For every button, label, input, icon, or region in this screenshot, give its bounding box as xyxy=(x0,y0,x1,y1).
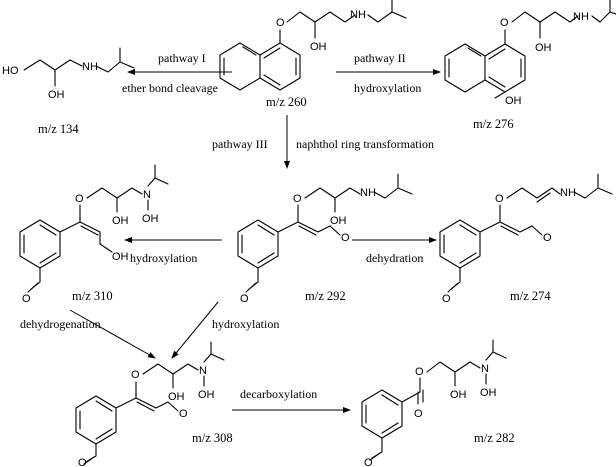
mz-308: m/z 308 xyxy=(192,431,233,445)
atom-o-aldehyde: O xyxy=(179,408,188,420)
atom-nh: NH xyxy=(560,187,576,199)
reaction-292-274: dehydration xyxy=(366,251,423,265)
pathway-2-arrow: pathway II hydroxylation xyxy=(336,51,441,95)
atom-oh: OH xyxy=(112,215,129,227)
structure-260: O OH NH m/z 260 xyxy=(219,0,407,109)
pathway-1-desc: ether bond cleavage xyxy=(122,81,218,95)
atom-oh-chain: OH xyxy=(112,251,129,263)
mz-274: m/z 274 xyxy=(510,289,551,303)
reaction-292-308: hydroxylation xyxy=(212,317,279,331)
pathway-3-name: pathway III xyxy=(212,137,268,151)
atom-nh: NH xyxy=(350,9,366,21)
pathway-1-arrow: pathway I ether bond cleavage xyxy=(122,51,232,95)
structure-276: O OH NH OH m/z 276 xyxy=(444,0,616,131)
atom-o-aldehyde: O xyxy=(364,457,373,467)
pathway-1-name: pathway I xyxy=(158,51,206,65)
reaction-292-310: hydroxylation xyxy=(130,251,197,265)
atom-o-aldehyde: O xyxy=(341,232,350,244)
atom-o: O xyxy=(500,17,509,29)
pathway-3-desc: naphthol ring transformation xyxy=(296,137,434,151)
structure-134: HO OH NH m/z 134 xyxy=(2,47,135,136)
structure-308: O OH N OH O O m/z 308 xyxy=(75,341,233,467)
mz-310: m/z 310 xyxy=(72,289,113,303)
atom-oh: OH xyxy=(168,391,185,403)
atom-o: O xyxy=(495,193,504,205)
reaction-308-282: decarboxylation xyxy=(240,387,317,401)
arrow-308-to-282: decarboxylation xyxy=(232,387,351,413)
atom-o: O xyxy=(293,193,302,205)
atom-o: O xyxy=(131,369,140,381)
atom-oh: OH xyxy=(450,389,467,401)
mz-134: m/z 134 xyxy=(38,122,79,136)
atom-o: O xyxy=(276,17,285,29)
atom-nh: NH xyxy=(360,187,376,199)
reaction-310-308: dehydrogenation xyxy=(20,317,101,331)
pathway-3-arrow: pathway III naphthol ring transformation xyxy=(212,115,434,169)
structure-282: O O OH N OH O m/z 282 xyxy=(361,339,515,467)
atom-o-aldehyde-2: O xyxy=(442,293,451,305)
atom-oh: OH xyxy=(535,42,552,54)
arrow-310-to-308: dehydrogenation xyxy=(20,309,156,359)
atom-n: N xyxy=(143,189,151,201)
atom-ho: HO xyxy=(2,65,19,77)
atom-o-aldehyde-2: O xyxy=(78,457,87,467)
arrow-292-to-308: hydroxylation xyxy=(171,301,279,359)
atom-nh: NH xyxy=(573,11,589,23)
atom-o-aldehyde-2: O xyxy=(240,293,249,305)
atom-o-aldehyde: O xyxy=(22,293,31,305)
atom-oh: OH xyxy=(310,41,327,53)
structure-310: O OH N OH OH O m/z 310 xyxy=(19,164,169,305)
atom-n: N xyxy=(199,365,207,377)
atom-oh: OH xyxy=(48,89,65,101)
mz-276: m/z 276 xyxy=(473,117,514,131)
structure-274: O NH O O m/z 274 xyxy=(439,173,613,305)
atom-n: N xyxy=(481,363,489,375)
atom-o-carbonyl: O xyxy=(414,408,423,420)
atom-o-ester: O xyxy=(415,366,424,378)
arrow-292-to-310: hydroxylation xyxy=(124,237,222,265)
mz-282: m/z 282 xyxy=(474,431,515,445)
atom-o-aldehyde: O xyxy=(543,232,552,244)
mz-292: m/z 292 xyxy=(305,289,346,303)
atom-oh-n: OH xyxy=(142,213,159,225)
pathway-2-desc: hydroxylation xyxy=(354,81,421,95)
structure-292: O OH NH O O m/z 292 xyxy=(237,173,413,305)
atom-oh-n: OH xyxy=(480,387,497,399)
pathway-2-name: pathway II xyxy=(354,51,406,65)
arrow-292-to-274: dehydration xyxy=(352,237,437,265)
atom-oh-ring: OH xyxy=(505,95,522,107)
atom-oh: OH xyxy=(330,215,347,227)
atom-nh: NH xyxy=(82,61,98,73)
atom-oh-n: OH xyxy=(198,389,215,401)
mz-260: m/z 260 xyxy=(266,95,307,109)
atom-o: O xyxy=(75,193,84,205)
